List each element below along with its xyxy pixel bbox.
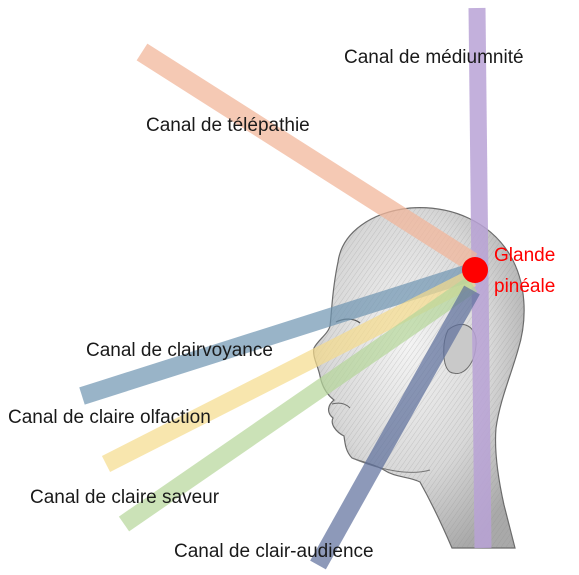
label-glande-line1: Glande	[494, 246, 555, 265]
label-claire-saveur: Canal de claire saveur	[30, 488, 219, 507]
pineal-gland-dot	[462, 257, 488, 283]
label-glande-line2: pinéale	[494, 277, 555, 296]
label-claire-olfaction: Canal de claire olfaction	[8, 408, 211, 427]
label-mediumnite: Canal de médiumnité	[344, 48, 524, 67]
label-glande-pineale: Glande pinéale	[494, 246, 555, 296]
label-clair-audience: Canal de clair-audience	[174, 542, 374, 561]
beam-telepathie	[142, 52, 472, 262]
label-clairvoyance: Canal de clairvoyance	[86, 341, 273, 360]
label-telepathie: Canal de télépathie	[146, 116, 310, 135]
